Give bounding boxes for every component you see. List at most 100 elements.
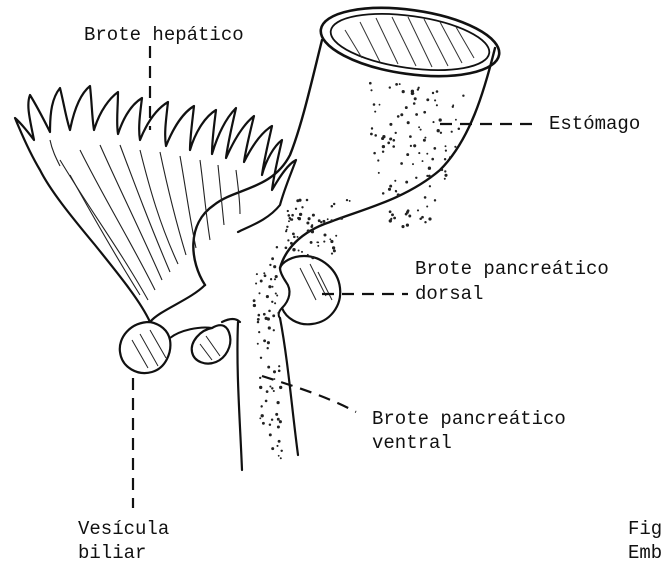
stipple-dot — [371, 127, 373, 129]
stipple-dot — [278, 369, 281, 372]
stipple-dot — [455, 119, 457, 121]
stipple-dot — [258, 314, 261, 317]
stipple-dot — [263, 313, 266, 316]
stipple-dot — [400, 113, 403, 116]
stipple-dot — [271, 387, 273, 389]
stipple-dot — [333, 249, 336, 252]
stipple-dot — [373, 152, 376, 155]
stipple-dot — [298, 217, 301, 220]
stipple-dot — [286, 226, 288, 228]
stipple-dot — [369, 82, 372, 85]
stipple-dot — [374, 134, 377, 137]
stipple-dot — [332, 246, 335, 249]
stipple-dot — [269, 264, 271, 266]
stipple-dot — [405, 213, 408, 216]
stipple-dot — [406, 153, 409, 156]
stipple-dot — [431, 158, 434, 161]
stipple-dot — [331, 205, 334, 208]
stipple-dot — [311, 256, 314, 259]
stipple-dot — [449, 156, 451, 158]
stipple-dot — [290, 242, 293, 245]
stipple-dot — [340, 217, 343, 220]
stipple-dot — [414, 97, 417, 100]
stipple-dot — [272, 314, 275, 317]
stipple-dot — [288, 214, 291, 217]
stipple-dot — [280, 450, 282, 452]
stipple-dot — [405, 181, 408, 184]
stipple-dot — [279, 386, 282, 389]
stipple-dot — [444, 178, 446, 180]
stipple-dot — [439, 118, 442, 121]
stipple-dot — [432, 121, 434, 123]
stipple-dot — [274, 278, 276, 280]
stipple-dot — [330, 219, 332, 221]
label-ventral-pancreas-line2: ventral — [372, 432, 452, 454]
stipple-dot — [379, 104, 381, 106]
stipple-dot — [409, 135, 412, 138]
stipple-dot — [395, 190, 397, 192]
stipple-dot — [307, 229, 310, 232]
stipple-dot — [415, 177, 417, 179]
stipple-dot — [262, 422, 265, 425]
stipple-dot — [279, 420, 282, 423]
label-stomach: Estómago — [549, 113, 640, 135]
stipple-dot — [394, 180, 396, 182]
stipple-dot — [387, 142, 390, 145]
stipple-dot — [273, 370, 276, 373]
stipple-dot — [445, 150, 447, 152]
stipple-dot — [389, 86, 391, 88]
stipple-dot — [445, 145, 447, 147]
stipple-dot — [395, 83, 398, 86]
stipple-dot — [382, 192, 385, 195]
stipple-dot — [436, 90, 439, 93]
stomach-opening — [316, 0, 503, 86]
stipple-dot — [322, 220, 325, 223]
stipple-dot — [255, 282, 257, 284]
stipple-dot — [272, 286, 274, 288]
stipple-dot — [417, 88, 419, 90]
stipple-dot — [267, 347, 269, 349]
stipple-dot — [259, 417, 261, 419]
stipple-dot — [273, 390, 275, 392]
stipple-dot — [424, 221, 426, 223]
dorsal-pancreas-shape — [279, 256, 341, 324]
stipple-dot — [373, 103, 376, 106]
stipple-dot — [273, 329, 275, 331]
stipple-dot — [346, 199, 348, 201]
stipple-dot — [335, 235, 337, 237]
stipple-dot — [408, 215, 411, 218]
figure-caption-line1: Fig — [628, 518, 662, 540]
stipple-dot — [400, 162, 403, 165]
gallbladder-shape — [120, 322, 212, 373]
stipple-dot — [268, 317, 270, 319]
label-dorsal-pancreas-line1: Brote pancreático — [415, 258, 609, 280]
stipple-dot — [269, 433, 272, 436]
stipple-dot — [311, 230, 314, 233]
stipple-dot — [382, 145, 385, 148]
stipple-dot — [397, 193, 400, 196]
stipple-dot — [397, 115, 400, 118]
stipple-dot — [287, 239, 289, 241]
stipple-dot — [312, 214, 315, 217]
stipple-dot — [392, 139, 395, 142]
stipple-dot — [424, 137, 426, 139]
stipple-dot — [261, 414, 264, 417]
stipple-dot — [269, 385, 271, 387]
opening-hatching — [345, 17, 474, 67]
stipple-dot — [268, 310, 271, 313]
stipple-dot — [296, 199, 299, 202]
stipple-dot — [301, 251, 303, 253]
stipple-dot — [411, 90, 414, 93]
stipple-dot — [256, 273, 258, 275]
stipple-dot — [265, 400, 268, 403]
stipple-dot — [392, 145, 395, 148]
stipple-dot — [405, 106, 408, 109]
stipple-dot — [331, 253, 333, 255]
stipple-dot — [323, 241, 325, 243]
stipple-dot — [418, 126, 420, 128]
stipple-dot — [428, 217, 431, 220]
stipple-dot — [382, 150, 384, 152]
stipple-dot — [433, 147, 436, 150]
stipple-dot — [444, 174, 447, 177]
stipple-dot — [393, 217, 396, 220]
